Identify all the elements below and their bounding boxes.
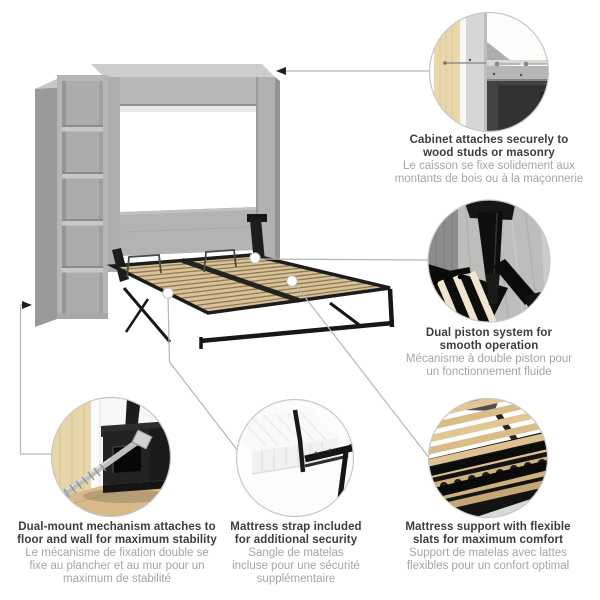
caption-line: flexibles pour un confort optimal [406, 560, 570, 572]
caption-line: Support de matelas avec lattes [409, 547, 567, 559]
caption-line: Dual piston system for [425, 327, 553, 339]
bookcase-shelves [62, 125, 103, 273]
wall-bed-cabinet [91, 64, 280, 300]
caption-line: for additional security [234, 534, 358, 546]
caption-line: Cabinet attaches securely to [409, 134, 569, 146]
caption-line: un fonctionnement fluide [426, 366, 552, 378]
caption-fr: Mécanisme à double piston pour un foncti… [379, 353, 599, 379]
caption-line: fixe au plancher et au mur pour un [29, 560, 205, 572]
caption-line: Sangle de matelas [248, 547, 344, 559]
caption-line: Mattress support with flexible [405, 521, 571, 533]
caption-line: smooth operation [439, 340, 539, 352]
center-beam [181, 258, 300, 303]
dot-slats [286, 275, 298, 287]
caption-en: Dual piston system for smooth operation [379, 327, 599, 353]
connector-slats [293, 282, 429, 458]
callout-circle-mattress-strap [235, 398, 355, 518]
callout-circle-flexible-slats [427, 397, 549, 519]
dot-piston [249, 252, 261, 264]
callout-circle-dual-piston [427, 199, 551, 323]
connector-dots [162, 252, 298, 299]
caption-cabinet-attachment: Cabinet attaches securely to wood studs … [379, 134, 599, 186]
arrow-icon [276, 67, 286, 75]
caption-en: Cabinet attaches securely to wood studs … [379, 134, 599, 160]
caption-en: Mattress support with flexible slats for… [380, 521, 596, 547]
caption-fr: Le caisson se fixe solidement aux montan… [379, 160, 599, 186]
caption-en: Dual-mount mechanism attaches to floor a… [10, 521, 224, 547]
strap-icon [292, 409, 306, 473]
callout-circle-dual-mount [50, 396, 172, 518]
callout-circle-cabinet-attachment [428, 11, 550, 133]
caption-line: montants de bois ou à la maçonnerie [394, 173, 584, 185]
caption-fr: Le mécanisme de fixation double se fixe … [10, 547, 224, 586]
caption-line: Le caisson se fixe solidement aux [403, 160, 575, 172]
connector-dual-mount [19, 304, 52, 455]
caption-line: Dual-mount mechanism attaches to [18, 521, 216, 533]
caption-line: incluse pour une sécurité [232, 560, 360, 572]
piston-icon [464, 200, 516, 220]
arrow-icon [22, 301, 32, 309]
caption-line: Le mécanisme de fixation double se [25, 547, 209, 559]
caption-dual-mount: Dual-mount mechanism attaches to floor a… [10, 521, 224, 586]
caption-dual-piston: Dual piston system for smooth operation … [379, 327, 599, 379]
mattress-retainer-brackets [126, 249, 237, 278]
connector-piston [257, 258, 430, 261]
caption-flexible-slats: Mattress support with flexible slats for… [380, 521, 596, 573]
mattress-icon [236, 410, 339, 500]
connector-strap [167, 294, 239, 452]
caption-line: slats for maximum comfort [412, 534, 564, 546]
bed-platform-slats [106, 253, 391, 315]
callout-connectors [19, 70, 430, 458]
bookcase [35, 75, 108, 327]
caption-en: Mattress strap included for additional s… [206, 521, 386, 547]
bed-legs-and-braces [122, 287, 395, 349]
caption-line: Mécanisme à double piston pour [405, 353, 573, 365]
dot-strap [162, 287, 174, 299]
caption-line: maximum de stabilité [62, 573, 171, 585]
caption-line: wood studs or masonry [423, 147, 555, 159]
caption-line: floor and wall for maximum stability [17, 534, 217, 546]
caption-mattress-strap: Mattress strap included for additional s… [206, 521, 386, 586]
caption-fr: Support de matelas avec lattes flexibles… [380, 547, 596, 573]
caption-line: Mattress strap included [230, 521, 362, 533]
caption-fr: Sangle de matelas incluse pour une sécur… [206, 547, 386, 586]
caption-line: supplémentaire [256, 573, 336, 585]
